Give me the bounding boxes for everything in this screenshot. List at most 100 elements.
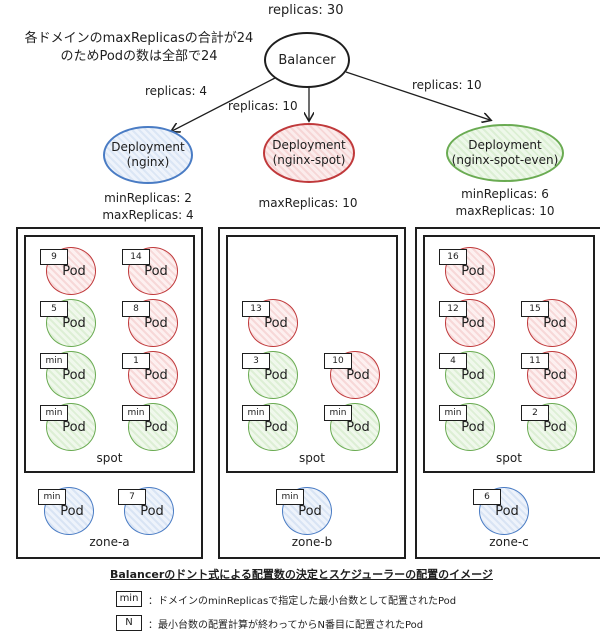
legend-min-box: min [116, 591, 142, 607]
edge-label-nginx: replicas: 4 [145, 84, 208, 98]
pod-order-badge: 14 [122, 249, 150, 265]
pod-label: Pod [346, 419, 370, 435]
pod-order-badge: 11 [521, 353, 549, 369]
spot-label: spot [299, 451, 325, 465]
pod-label: Pod [461, 263, 485, 279]
deployment-nginx: Deployment (nginx) [103, 126, 193, 184]
pod-order-badge: 10 [324, 353, 352, 369]
deployment-nginx-spot: Deployment (nginx-spot) [263, 123, 355, 183]
min-replicas: minReplicas: 2 [104, 191, 192, 205]
pod-label: Pod [62, 419, 86, 435]
zone-label: zone-a [89, 535, 130, 549]
pod-label: Pod [543, 367, 567, 383]
pod-order-badge: min [40, 353, 68, 369]
summary-note: 各ドメインのmaxReplicasの合計が24 のためPodの数は全部で24 [4, 30, 274, 66]
deployment-name: (nginx-spot) [272, 153, 346, 167]
pod-circle: Pod [128, 247, 178, 295]
pod-label: Pod [461, 315, 485, 331]
balancer-label: Balancer [278, 52, 336, 68]
pod-order-badge: 2 [521, 405, 549, 421]
zone-label: zone-b [291, 535, 333, 549]
pod-label: Pod [543, 315, 567, 331]
pod-circle: Pod [445, 299, 495, 347]
pod-order-badge: 1 [122, 353, 150, 369]
pod-label: Pod [144, 419, 168, 435]
pod-label: Pod [543, 419, 567, 435]
pod-label: Pod [144, 367, 168, 383]
pod-order-badge: min [40, 405, 68, 421]
pod-label: Pod [264, 367, 288, 383]
pod-order-badge: 9 [40, 249, 68, 265]
pod-circle: Pod [46, 299, 96, 347]
deployment-nginx-spot-even-replicas: minReplicas: 6 maxReplicas: 10 [445, 186, 565, 220]
pod-label: Pod [346, 367, 370, 383]
pod-order-badge: 8 [122, 301, 150, 317]
pod-order-badge: min [324, 405, 352, 421]
diagram-caption: Balancerのドント式による配置数の決定とスケジューラーの配置のイメージ [110, 568, 493, 581]
pod-label: Pod [461, 419, 485, 435]
pod-label: Pod [144, 315, 168, 331]
pod-order-badge: 3 [242, 353, 270, 369]
legend-n-box: N [116, 615, 142, 631]
pod-order-badge: 7 [118, 489, 146, 505]
pod-order-badge: 16 [439, 249, 467, 265]
deployment-title: Deployment [272, 138, 346, 152]
pod-order-badge: 15 [521, 301, 549, 317]
pod-order-badge: min [276, 489, 304, 505]
pod-order-badge: min [242, 405, 270, 421]
pod-order-badge: 13 [242, 301, 270, 317]
pod-label: Pod [62, 263, 86, 279]
edge-to-nginx [172, 77, 276, 131]
min-replicas: minReplicas: 6 [461, 187, 549, 201]
pod-label: Pod [62, 315, 86, 331]
deployment-title: Deployment [468, 138, 542, 152]
balancer-node: Balancer [264, 32, 350, 88]
deployment-nginx-spot-replicas: maxReplicas: 10 [248, 196, 368, 210]
balancer-replicas-label: replicas: 30 [268, 3, 344, 18]
deployment-name: (nginx-spot-even) [451, 153, 559, 167]
deployment-nginx-spot-even: Deployment (nginx-spot-even) [446, 124, 564, 182]
edge-label-nginx-spot: replicas: 10 [228, 99, 298, 113]
deployment-name: (nginx) [126, 155, 170, 169]
max-replicas: maxReplicas: 4 [102, 208, 194, 222]
pod-order-badge: 5 [40, 301, 68, 317]
pod-label: Pod [298, 503, 322, 519]
pod-order-badge: 4 [439, 353, 467, 369]
edge-label-nginx-spot-even: replicas: 10 [412, 78, 482, 92]
pod-circle: Pod [527, 299, 577, 347]
pod-label: Pod [144, 263, 168, 279]
deployment-nginx-replicas: minReplicas: 2 maxReplicas: 4 [88, 190, 208, 224]
pod-label: Pod [264, 315, 288, 331]
summary-note-line1: 各ドメインのmaxReplicasの合計が24 [24, 31, 254, 46]
pod-order-badge: min [439, 405, 467, 421]
legend-n-text: ：最小台数の配置計算が終わってからN番目に配置されたPod [148, 620, 424, 631]
pod-label: Pod [60, 503, 84, 519]
zone-label: zone-c [489, 535, 529, 549]
pod-order-badge: 6 [473, 489, 501, 505]
legend-min-text: ：ドメインのminReplicasで指定した最小台数として配置されたPod [148, 596, 457, 607]
pod-order-badge: 12 [439, 301, 467, 317]
